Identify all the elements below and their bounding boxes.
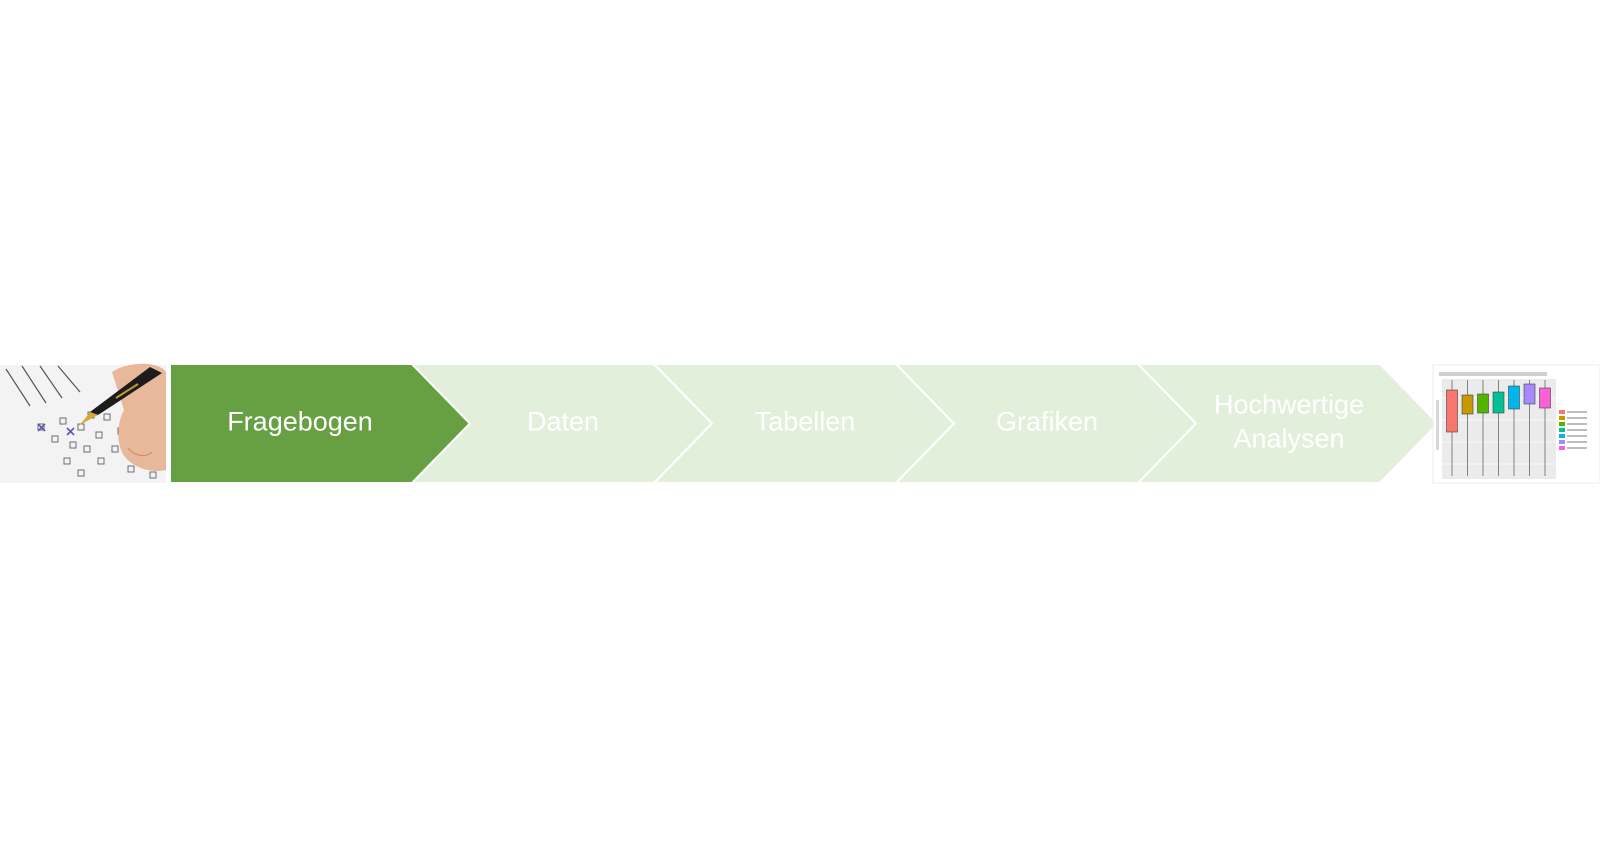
boxplot-box [1447,390,1458,432]
step-grafiken-label: Grafiken [996,407,1098,437]
legend-entry-text [1567,441,1587,443]
legend-entry-text [1567,423,1587,425]
step-daten-label-line: Daten [527,407,599,437]
step-fragebogen-label-line: Fragebogen [227,407,373,437]
legend-swatch [1559,422,1565,426]
legend-entry-text [1567,435,1587,437]
boxplot-box [1478,394,1489,413]
legend-entry-text [1567,417,1587,419]
boxplot-box [1509,386,1520,409]
legend-swatch [1559,446,1565,450]
process-steps: Fragebogen Daten Tabellen Grafiken Hochwerti… [170,364,1438,483]
step-grafiken-label-line: Grafiken [996,407,1098,437]
legend-entry-text [1567,411,1587,413]
step-daten-label: Daten [527,407,599,437]
legend-swatch [1559,428,1565,432]
legend-swatch [1559,416,1565,420]
step-hochwertige-analysen-label-line: Analysen [1233,424,1344,454]
legend-swatch [1559,410,1565,414]
legend-entry-text [1567,429,1587,431]
questionnaire-pen-photo-icon [0,364,166,483]
legend-swatch [1559,440,1565,444]
step-fragebogen-label: Fragebogen [227,407,373,437]
boxplot-thumbnail-icon [1433,365,1600,483]
legend-entry-text [1567,447,1587,449]
boxplot-box [1540,388,1551,408]
boxplot-box [1524,384,1535,404]
step-hochwertige-analysen-label-line: Hochwertige [1214,390,1364,420]
boxplot-box [1493,392,1504,413]
step-tabellen-label: Tabellen [755,407,856,437]
legend-swatch [1559,434,1565,438]
step-tabellen-label-line: Tabellen [755,407,856,437]
boxplot-box [1462,395,1473,414]
